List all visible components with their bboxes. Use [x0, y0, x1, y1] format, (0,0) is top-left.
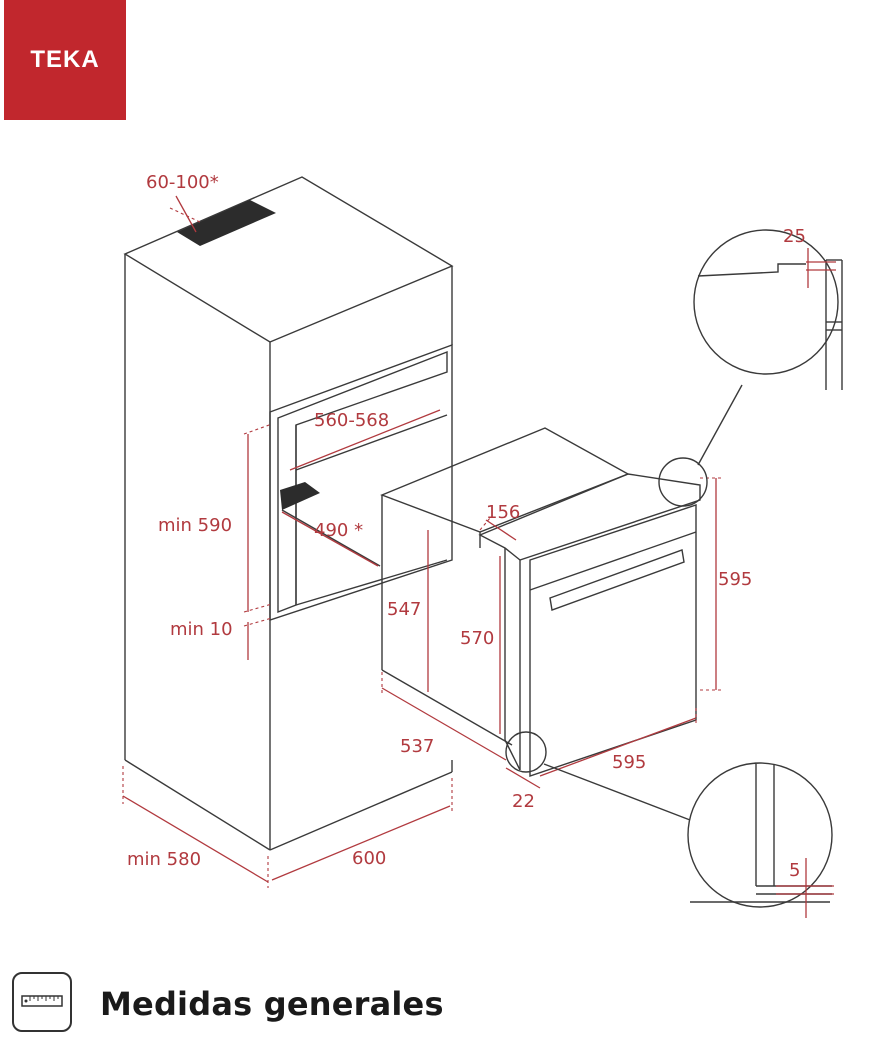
oven-width-label: 595 [612, 752, 646, 773]
oven-drawing [380, 427, 701, 777]
bottom-detail: 5 [505, 731, 834, 918]
niche-height-label: min 590 [158, 515, 232, 536]
ruler-icon [12, 972, 72, 1032]
door-gap-label: 22 [512, 791, 535, 812]
vent-dimension-label: 60-100* [146, 172, 219, 193]
brand-logo: TEKA [4, 0, 126, 120]
oven-front-height-label: 570 [460, 628, 494, 649]
cabinet-width-label: 600 [352, 848, 386, 869]
cabinet-drawing [123, 176, 454, 851]
brand-logo-text: TEKA [30, 46, 100, 73]
top-detail: 25 [658, 226, 843, 507]
detail-bottom-label: 5 [789, 860, 800, 881]
oven-depth-label: 537 [400, 736, 434, 757]
cabinet-depth-label: min 580 [127, 849, 201, 870]
section-title: Medidas generales [100, 985, 444, 1023]
oven-dimensions: 547 570 595 156 537 595 22 [381, 477, 752, 812]
dimensions-diagram: 60-100* 560-568 490 * min 590 min 10 min… [122, 172, 843, 918]
cabinet-dimensions: 60-100* 560-568 490 * min 590 min 10 min… [122, 172, 453, 888]
vent-slot [177, 200, 276, 246]
niche-depth-label: 490 * [314, 520, 363, 541]
oven-body-height-label: 547 [387, 599, 421, 620]
bottom-gap-label: min 10 [170, 619, 233, 640]
niche-width-label: 560-568 [314, 410, 389, 431]
oven-total-height-label: 595 [718, 569, 752, 590]
detail-top-label: 25 [783, 226, 806, 247]
oven-front-offset-label: 156 [486, 502, 520, 523]
niche-shelf [280, 482, 320, 510]
